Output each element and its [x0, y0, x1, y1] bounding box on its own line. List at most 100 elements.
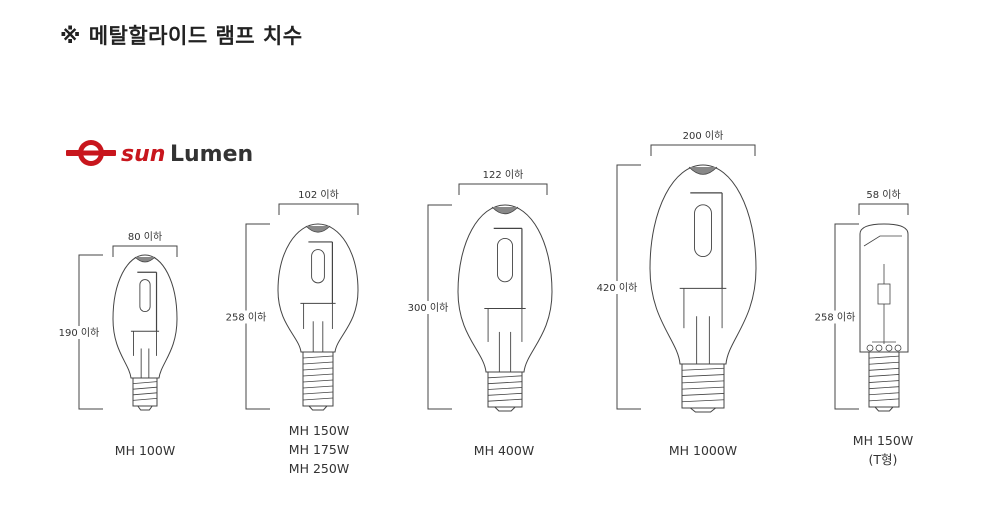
- model-line: MH 175W: [288, 442, 350, 457]
- width-dimension-line: [650, 144, 756, 156]
- screw-thread: [487, 381, 523, 385]
- width-dimension-label: 80 이하: [128, 230, 162, 243]
- screw-base: [302, 351, 334, 407]
- screw-thread: [302, 379, 334, 383]
- height-label-bg: [813, 310, 857, 324]
- screw-thread: [302, 355, 334, 359]
- lamp-mh1000: 200 이하 420 이하: [595, 129, 757, 413]
- stem-bead: [885, 344, 893, 352]
- arc-tube: [877, 283, 891, 305]
- height-dimension-label: 190 이하: [59, 326, 100, 339]
- width-dimension-line: [112, 245, 178, 257]
- stem-bead: [866, 344, 874, 352]
- screw-thread: [302, 397, 334, 401]
- model-label-mh150t: MH 150W (T형): [843, 431, 923, 469]
- base-contact: [308, 405, 328, 411]
- model-line: MH 150W: [852, 433, 914, 448]
- height-label-bg: [57, 326, 101, 339]
- model-line: (T형): [868, 452, 898, 467]
- lamp-mh150: 102 이하 258 이하: [224, 188, 359, 411]
- screw-thread: [681, 374, 725, 377]
- getter-tip: [134, 256, 156, 263]
- base-contact: [137, 405, 153, 411]
- screw-thread: [681, 399, 725, 403]
- support-wire: [863, 235, 902, 247]
- screw-thread: [302, 361, 334, 365]
- screw-thread: [302, 373, 334, 377]
- base-contact: [690, 407, 716, 413]
- arc-tube: [694, 204, 712, 257]
- getter-tip: [305, 225, 331, 233]
- screw-thread: [868, 392, 900, 396]
- model-label-mh100: MH 100W: [105, 441, 185, 460]
- base-contact: [494, 406, 516, 412]
- screw-thread: [132, 392, 158, 396]
- height-dimension-label: 258 이하: [815, 311, 856, 324]
- arc-tube: [497, 237, 513, 283]
- width-dimension-label: 102 이하: [298, 188, 339, 201]
- arc-tube: [139, 279, 151, 313]
- base-contact: [874, 406, 894, 412]
- model-label-mh1000: MH 1000W: [658, 441, 748, 460]
- lamp-mh150t: 58 이하 258 이하: [813, 188, 909, 412]
- tube-bulb: [859, 223, 909, 353]
- getter-tip: [491, 206, 519, 215]
- screw-thread: [868, 386, 900, 390]
- model-line: MH 400W: [473, 443, 535, 458]
- width-dimension-line: [278, 203, 359, 215]
- lamp-mh400: 122 이하 300 이하: [406, 168, 553, 412]
- screw-thread: [868, 374, 900, 377]
- screw-thread: [868, 398, 900, 402]
- screw-thread: [868, 380, 900, 383]
- screw-thread: [132, 386, 158, 390]
- stem-bead: [875, 344, 883, 352]
- screw-thread: [868, 361, 900, 365]
- screw-thread: [487, 387, 523, 390]
- screw-thread: [487, 392, 523, 396]
- screw-thread: [681, 386, 725, 390]
- height-label-bg: [224, 310, 268, 324]
- screw-thread: [681, 380, 725, 384]
- stem-bead: [894, 344, 902, 352]
- screw-base: [868, 351, 900, 408]
- screw-thread: [868, 367, 900, 371]
- height-dimension-label: 420 이하: [597, 281, 638, 294]
- svg-text:Lumen: Lumen: [170, 142, 253, 167]
- svg-text:sun: sun: [121, 142, 165, 167]
- width-dimension-label: 200 이하: [683, 129, 724, 142]
- height-dimension-label: 300 이하: [408, 301, 449, 314]
- model-line: MH 250W: [288, 461, 350, 476]
- screw-thread: [681, 393, 725, 396]
- arc-tube: [311, 249, 325, 284]
- screw-thread: [487, 375, 523, 379]
- height-dimension-label: 258 이하: [226, 311, 267, 324]
- ellipsoid-bulb: [112, 254, 178, 379]
- screw-thread: [132, 398, 158, 401]
- getter-tip: [688, 166, 718, 175]
- width-dimension-label: 58 이하: [866, 188, 900, 201]
- model-line: MH 1000W: [668, 443, 738, 458]
- sunlumen-logo-mark: sun Lumen: [66, 140, 253, 167]
- model-label-mh150: MH 150W MH 175W MH 250W: [279, 421, 359, 478]
- ellipsoid-bulb: [649, 164, 757, 365]
- screw-thread: [132, 381, 158, 384]
- width-dimension-line: [858, 203, 909, 215]
- screw-thread: [302, 391, 334, 395]
- width-dimension-line: [458, 183, 548, 195]
- model-label-mh400: MH 400W: [464, 441, 544, 460]
- model-line: MH 100W: [114, 443, 176, 458]
- screw-thread: [868, 355, 900, 359]
- screw-thread: [681, 367, 725, 371]
- brand-logo: sun Lumen: [66, 136, 266, 170]
- model-line: MH 150W: [288, 423, 350, 438]
- width-dimension-label: 122 이하: [483, 168, 524, 181]
- screw-thread: [302, 367, 334, 371]
- screw-thread: [487, 398, 523, 402]
- screw-thread: [302, 385, 334, 389]
- height-label-bg: [406, 301, 450, 314]
- ellipsoid-bulb: [457, 204, 553, 373]
- lamp-mh100: 80 이하 190 이하: [57, 230, 178, 411]
- height-label-bg: [595, 281, 639, 294]
- page-title: ※ 메탈할라이드 램프 치수: [60, 24, 303, 48]
